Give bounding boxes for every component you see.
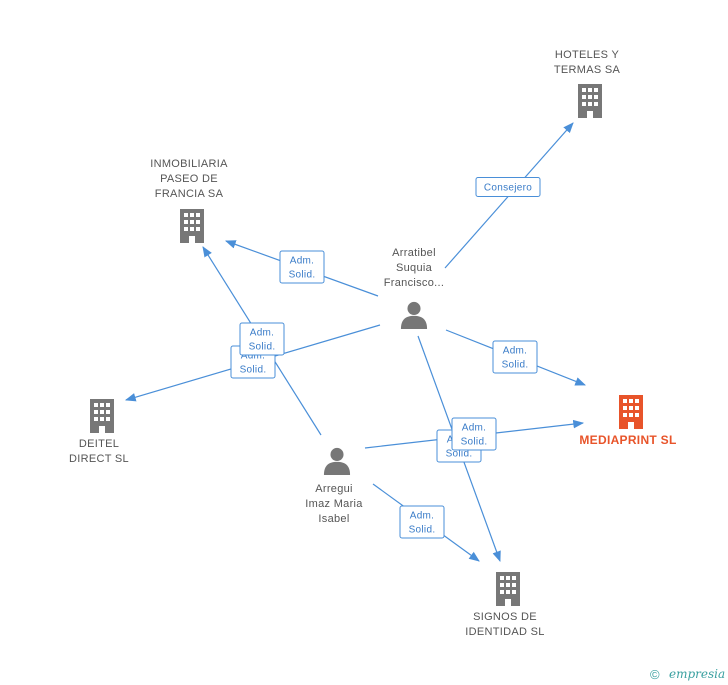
node-label-line: HOTELES Y (555, 49, 620, 61)
badge-text: Adm. (410, 511, 435, 522)
badge-text: Solid. (289, 270, 316, 281)
node-label-line: INMOBILIARIA (150, 158, 228, 170)
role-badge-arratibel-to-mediaprint[interactable]: Adm. Solid. (492, 340, 538, 374)
node-label: DEITEL DIRECT SL (69, 438, 129, 465)
badge-text: Solid. (461, 437, 488, 448)
node-label-line: MEDIAPRINT SL (579, 433, 676, 447)
badge-box (279, 250, 325, 284)
badge-text: Solid. (502, 360, 529, 371)
badge-text: Adm. (241, 351, 266, 362)
node-label-line: FRANCIA SA (155, 188, 224, 200)
node-label: MEDIAPRINT SL (579, 433, 676, 447)
badges-layer: ConsejeroAdm.Solid.Adm.Solid.Adm.Solid.A… (230, 177, 541, 539)
copyright-symbol: © (650, 667, 660, 682)
badge-box (492, 340, 538, 374)
building-icon (578, 84, 602, 118)
node-label-line: DIRECT SL (69, 453, 129, 465)
badge-box (239, 322, 285, 356)
footer: © empresia (650, 667, 725, 682)
badge-text: Solid. (249, 342, 276, 353)
node-label: HOTELES Y TERMAS SA (554, 49, 621, 76)
role-badge-arratibel-to-hoteles[interactable]: Consejero (475, 177, 541, 197)
node-label-line: Suquia (396, 262, 433, 274)
role-badge-arregui-to-signos[interactable]: Adm. Solid. (399, 505, 445, 539)
node-label-line: Imaz Maria (305, 498, 363, 510)
node-label-line: PASEO DE (160, 173, 218, 185)
building-icon (496, 572, 520, 606)
badge-text: Solid. (240, 365, 267, 376)
building-icon (619, 395, 643, 429)
badge-box (399, 505, 445, 539)
node-label-line: Arratibel (392, 247, 436, 259)
building-icon (90, 399, 114, 433)
person-icon (400, 301, 428, 329)
node-label-line: Isabel (318, 513, 349, 525)
node-label: SIGNOS DE IDENTIDAD SL (465, 611, 544, 638)
node-label-line: Arregui (315, 483, 353, 495)
node-inmobiliaria[interactable]: INMOBILIARIA PASEO DE FRANCIA SA (150, 158, 228, 243)
badge-text: Solid. (446, 449, 473, 460)
role-badge-arratibel-to-inmobiliaria[interactable]: Adm. Solid. (279, 250, 325, 284)
brand-logo[interactable]: empresia (669, 667, 725, 681)
person-icon (323, 447, 351, 475)
node-signos[interactable]: SIGNOS DE IDENTIDAD SL (465, 572, 544, 638)
node-hoteles[interactable]: HOTELES Y TERMAS SA (554, 49, 621, 118)
node-deitel[interactable]: DEITEL DIRECT SL (69, 399, 129, 465)
node-mediaprint[interactable]: MEDIAPRINT SL (579, 395, 676, 447)
node-label-line: DEITEL (79, 438, 119, 450)
node-label-line: TERMAS SA (554, 64, 621, 76)
nodes-layer: HOTELES Y TERMAS SA INMOBILIARIA PASEO DE FR… (69, 49, 676, 638)
badge-text: Adm. (290, 256, 315, 267)
badge-text: Adm. (503, 346, 528, 357)
badge-text: Adm. (462, 423, 487, 434)
node-label-line: SIGNOS DE (473, 611, 537, 623)
badge-text: Consejero (484, 183, 532, 194)
role-badge-arregui-to-mediaprint[interactable]: Adm. Solid. (451, 417, 497, 451)
badge-box (475, 177, 541, 197)
badge-box (451, 417, 497, 451)
building-icon (180, 209, 204, 243)
badge-text: Solid. (409, 525, 436, 536)
node-label: INMOBILIARIA PASEO DE FRANCIA SA (150, 158, 228, 200)
node-label-line: Francisco... (384, 277, 444, 289)
badge-text: Adm. (250, 328, 275, 339)
role-badge-arregui-to-inmobiliaria[interactable]: Adm. Solid. (239, 322, 285, 356)
node-label-line: IDENTIDAD SL (465, 626, 544, 638)
